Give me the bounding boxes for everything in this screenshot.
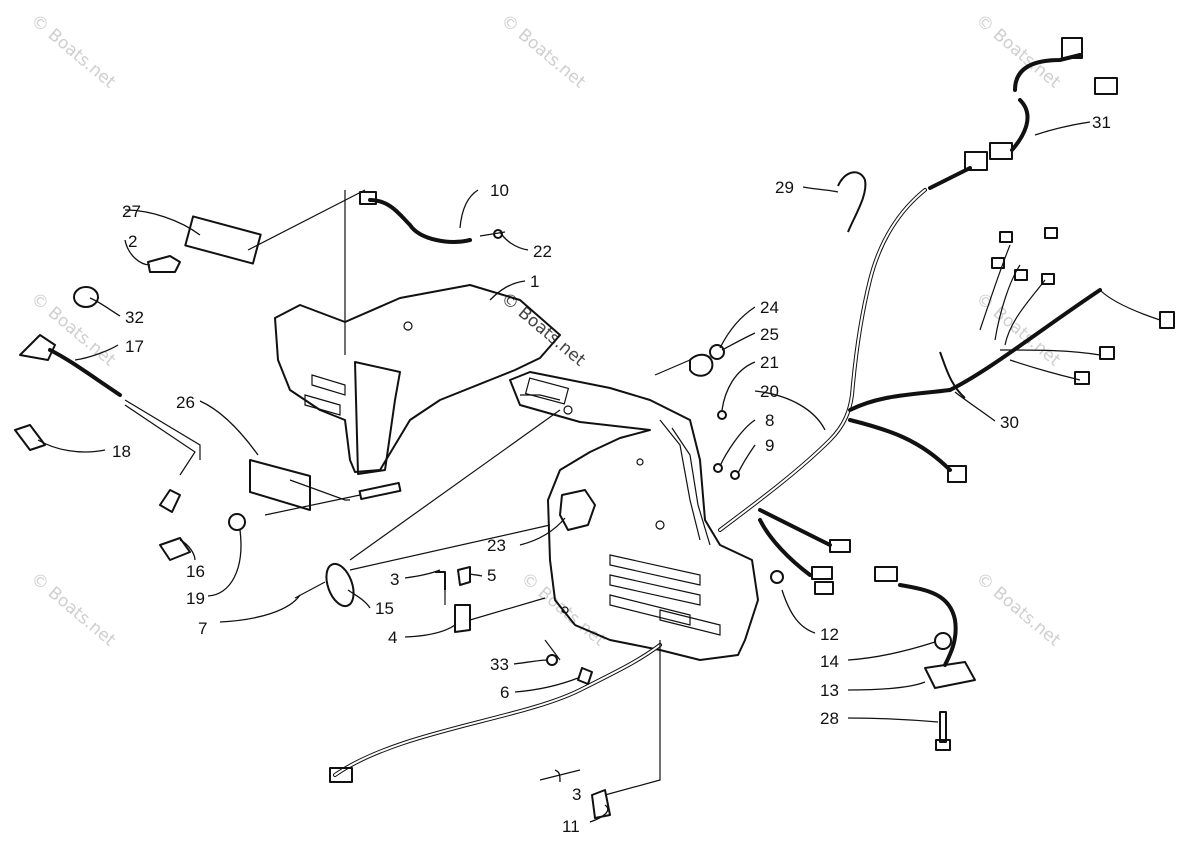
callout-10: 10 [490, 181, 509, 200]
watermark: © Boats.net [27, 11, 120, 93]
callout-16: 16 [186, 562, 205, 581]
callout-14: 14 [820, 652, 839, 671]
callout-4: 4 [388, 628, 397, 647]
watermark: © Boats.net [972, 289, 1065, 371]
callout-30: 30 [1000, 413, 1019, 432]
assembly-lines [247, 189, 691, 796]
callout-19: 19 [186, 589, 205, 608]
callout-22: 22 [533, 242, 552, 261]
callout-32: 32 [125, 308, 144, 327]
callout-26: 26 [176, 393, 195, 412]
callout-33: 33 [490, 655, 509, 674]
callout-18: 18 [112, 442, 131, 461]
small-parts [14, 171, 966, 819]
callout-17: 17 [125, 337, 144, 356]
callout-leaders [37, 121, 1091, 823]
callout-24: 24 [760, 298, 779, 317]
watermark: © Boats.net [497, 289, 590, 371]
callout-23: 23 [487, 536, 506, 555]
callout-25: 25 [760, 325, 779, 344]
callout-28: 28 [820, 709, 839, 728]
callout-8: 8 [765, 411, 774, 430]
callout-6: 6 [500, 683, 509, 702]
wiring-harness [718, 188, 1175, 595]
watermark: © Boats.net [27, 569, 120, 651]
callout-5: 5 [487, 566, 496, 585]
callout-15: 15 [375, 599, 394, 618]
callout-3b: 3 [572, 785, 581, 804]
vent-slots [304, 374, 721, 636]
callout-11: 11 [562, 817, 580, 836]
callout-1: 1 [530, 272, 539, 291]
callout-31: 31 [1092, 113, 1111, 132]
callout-20: 20 [760, 382, 779, 401]
lower-harness [329, 643, 662, 783]
wire-lead [928, 37, 1118, 190]
right-lower-harness [874, 566, 976, 751]
callout-7: 7 [198, 619, 207, 638]
callout-3a: 3 [390, 570, 399, 589]
callout-2: 2 [128, 232, 137, 251]
console-housing [274, 284, 759, 661]
callout-labels: 1 2 3 3 4 5 6 7 8 9 10 11 12 13 14 15 16… [112, 113, 1111, 836]
callout-21: 21 [760, 353, 779, 372]
callout-29: 29 [775, 178, 794, 197]
callout-13: 13 [820, 681, 839, 700]
watermark: © Boats.net [497, 11, 590, 93]
callout-12: 12 [820, 625, 839, 644]
callout-9: 9 [765, 436, 774, 455]
watermark: © Boats.net [972, 569, 1065, 651]
callout-27: 27 [122, 202, 141, 221]
